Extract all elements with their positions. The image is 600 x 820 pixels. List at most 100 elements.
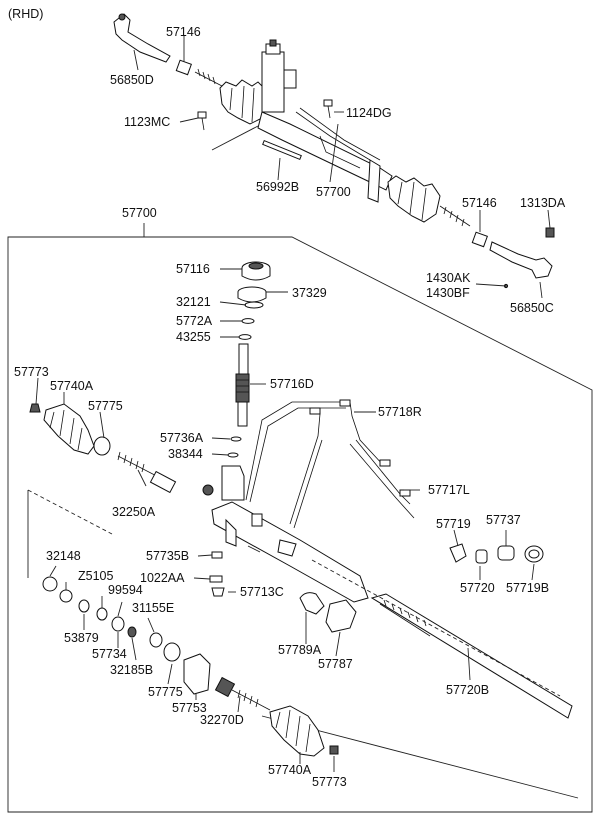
ring-57736a — [230, 436, 242, 442]
fluid-lines — [295, 107, 381, 161]
fitting-1022aa — [209, 575, 223, 583]
variant-label: (RHD) — [8, 7, 43, 21]
ring-38344 — [227, 452, 239, 458]
part-label: 57789A — [278, 643, 322, 657]
part-label: 57775 — [88, 399, 123, 413]
washer-53879 — [78, 599, 90, 613]
valve-body — [221, 465, 245, 501]
part-label: 57720B — [446, 683, 489, 697]
oil-seal — [244, 301, 264, 309]
mounting-clamp — [325, 599, 357, 633]
part-label: 57116 — [176, 262, 210, 276]
part-label: 57734 — [92, 647, 127, 661]
part-label: 57713C — [240, 585, 284, 599]
part-label: 99594 — [108, 583, 143, 597]
fitting-57735b — [211, 551, 223, 559]
bolt-1123mc — [197, 111, 207, 119]
inner-rod-32270d — [214, 676, 236, 698]
part-label: 57740A — [50, 379, 94, 393]
lock-nut — [175, 59, 192, 76]
band-57775-lower — [163, 642, 181, 662]
part-label: 57716D — [270, 377, 314, 391]
return-line — [289, 409, 321, 525]
part-label: 1124DG — [346, 106, 392, 120]
part-label: 57717L — [428, 483, 470, 497]
bushing-57720 — [475, 549, 488, 564]
part-label: 37329 — [292, 286, 327, 300]
part-label: 56850C — [510, 301, 554, 315]
part-label: 1430BF — [426, 286, 470, 300]
bushing-57737 — [497, 545, 515, 561]
tie-rod-stud — [118, 13, 126, 21]
part-label: 57787 — [318, 657, 353, 671]
insulator-strip — [262, 140, 302, 160]
part-label: 57773 — [312, 775, 347, 789]
part-label: 57736A — [160, 431, 204, 445]
tie-rod-end-left — [113, 13, 171, 63]
upper-leaders — [133, 36, 551, 299]
lock-nut-right — [471, 231, 488, 248]
part-label: 57740A — [268, 763, 312, 777]
part-label: 53879 — [64, 631, 99, 645]
exploded-view-frame — [7, 236, 593, 813]
exploded-parts — [27, 261, 579, 799]
part-label: 32148 — [46, 549, 81, 563]
bushing-57719 — [449, 543, 467, 563]
ring-32185b — [127, 626, 137, 638]
part-label: 57718R — [378, 405, 422, 419]
part-label: 57737 — [486, 513, 521, 527]
part-label: 57735B — [146, 549, 189, 563]
insulator — [299, 592, 325, 615]
tie-rod-end-right — [489, 241, 553, 279]
ring-99594 — [96, 607, 108, 621]
ring-z5105 — [59, 589, 73, 603]
part-label: 1022AA — [140, 571, 185, 585]
band-57775 — [93, 436, 111, 456]
part-label: 43255 — [176, 330, 211, 344]
part-label: 57719 — [436, 517, 471, 531]
ring-31155e — [149, 632, 163, 648]
labels: (RHD) 57146 56850D 1124DG 1123MC 56992B … — [8, 7, 566, 789]
part-label: 31155E — [132, 601, 174, 615]
bracket-bolt — [202, 484, 214, 496]
clamp-right — [329, 745, 339, 755]
bellows-57753 — [183, 653, 211, 695]
rack-housing — [257, 111, 393, 191]
part-label: 5772A — [176, 314, 213, 328]
boot-right-lower — [269, 705, 325, 757]
castle-nut — [545, 227, 555, 238]
bolt-1124dg — [323, 99, 333, 107]
rack-and-pinion-assembly — [113, 13, 555, 289]
part-label: 1430AK — [426, 271, 471, 285]
part-label: 1313DA — [520, 196, 566, 210]
part-label: 32185B — [110, 663, 153, 677]
ring-32148 — [42, 576, 58, 592]
part-label: 57773 — [14, 365, 49, 379]
part-label: 57720 — [460, 581, 495, 595]
part-label: 56992B — [256, 180, 299, 194]
snap-ring — [241, 318, 255, 324]
part-label: 57146 — [166, 25, 201, 39]
ring-43255 — [238, 334, 252, 340]
part-label: 57700 — [316, 185, 351, 199]
part-label: Z5105 — [78, 569, 113, 583]
exploded-title-label: 57700 — [122, 206, 157, 220]
part-label: 56850D — [110, 73, 154, 87]
part-label: 32121 — [176, 295, 211, 309]
mount-bracket — [367, 159, 381, 203]
part-label: 38344 — [168, 447, 203, 461]
seal-57734 — [111, 616, 125, 632]
pinion-shaft — [238, 343, 249, 375]
part-label: 57775 — [148, 685, 183, 699]
phantom-line — [27, 489, 113, 535]
part-label: 32250A — [112, 505, 156, 519]
valve-housing — [261, 51, 285, 113]
part-label: 32270D — [200, 713, 244, 727]
part-label: 57753 — [172, 701, 207, 715]
clamp-left — [29, 403, 41, 413]
part-label: 57719B — [506, 581, 549, 595]
rack-bar — [370, 593, 573, 719]
part-label: 57146 — [462, 196, 497, 210]
fitting-57713c — [211, 587, 225, 597]
